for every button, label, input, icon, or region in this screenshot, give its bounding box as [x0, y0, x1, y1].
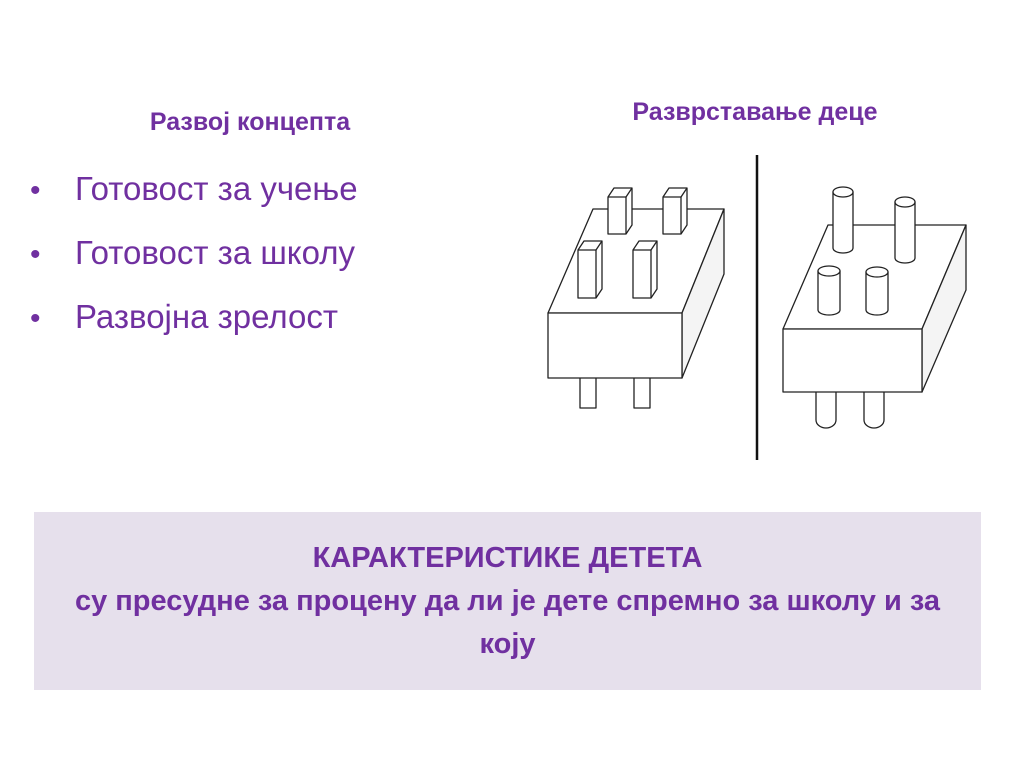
- bullet-text: Готовост за школу: [75, 234, 356, 271]
- round-peg-board-illustration: [782, 186, 967, 429]
- banner-title: КАРАКТЕРИСТИКЕ ДЕТЕТА: [312, 541, 703, 574]
- bullet-list: • Готовост за учење • Готовост за школу …: [30, 170, 358, 362]
- bullet-item: • Готовост за школу: [30, 234, 358, 298]
- peg-board-illustration: [547, 155, 967, 460]
- bullet-text: Готовост за учење: [75, 170, 358, 207]
- left-heading: Развој концепта: [149, 108, 351, 136]
- bullet-item: • Развојна зрелост: [30, 298, 358, 362]
- bullet-text: Развојна зрелост: [75, 298, 338, 335]
- right-heading: Разврставање деце: [632, 98, 878, 126]
- bullet-icon: •: [30, 238, 41, 271]
- bullet-icon: •: [30, 302, 41, 335]
- bullet-icon: •: [30, 174, 41, 207]
- bullet-item: • Готовост за учење: [30, 170, 358, 234]
- summary-banner: КАРАКТЕРИСТИКЕ ДЕТЕТА су пресудне за про…: [34, 512, 981, 690]
- banner-text: су пресудне за процену да ли је дете спр…: [74, 584, 941, 660]
- square-peg-board-illustration: [547, 187, 725, 409]
